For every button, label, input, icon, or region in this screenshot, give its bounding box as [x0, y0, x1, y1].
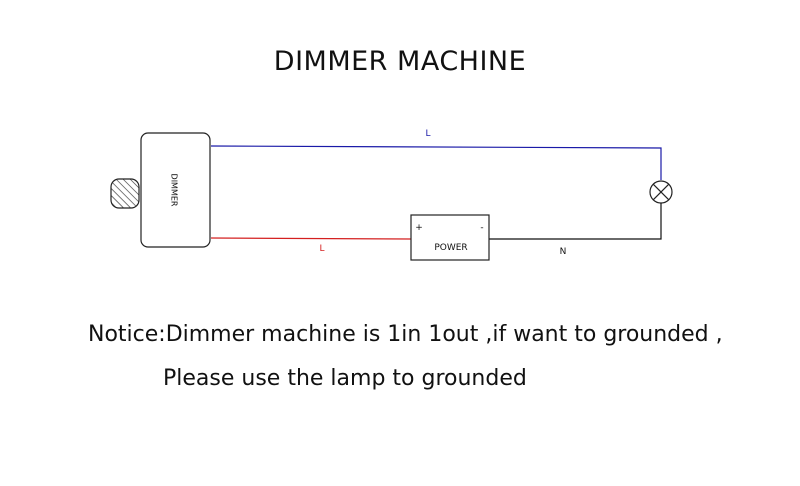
neutral-wire: [489, 203, 662, 240]
notice-text-line-2: Please use the lamp to grounded: [163, 366, 527, 391]
dimmer-label: DIMMER: [170, 174, 179, 207]
lamp-icon: [649, 180, 673, 204]
power-minus-label: -: [480, 223, 483, 233]
power-plus-label: +: [415, 223, 423, 233]
power-box: [410, 214, 490, 261]
dimmer-knob: [110, 178, 140, 209]
neutral-wire-label: N: [560, 247, 567, 257]
live-wire-top: [210, 145, 662, 180]
live-wire-top-label: L: [425, 129, 430, 139]
live-wire-bottom-label: L: [319, 244, 324, 254]
diagram-title: DIMMER MACHINE: [273, 46, 527, 77]
power-label: POWER: [434, 243, 467, 253]
live-wire-bottom: [210, 237, 412, 240]
notice-text-line-1: Notice:Dimmer machine is 1in 1out ,if wa…: [88, 322, 723, 347]
dimmer-box: [140, 132, 211, 248]
